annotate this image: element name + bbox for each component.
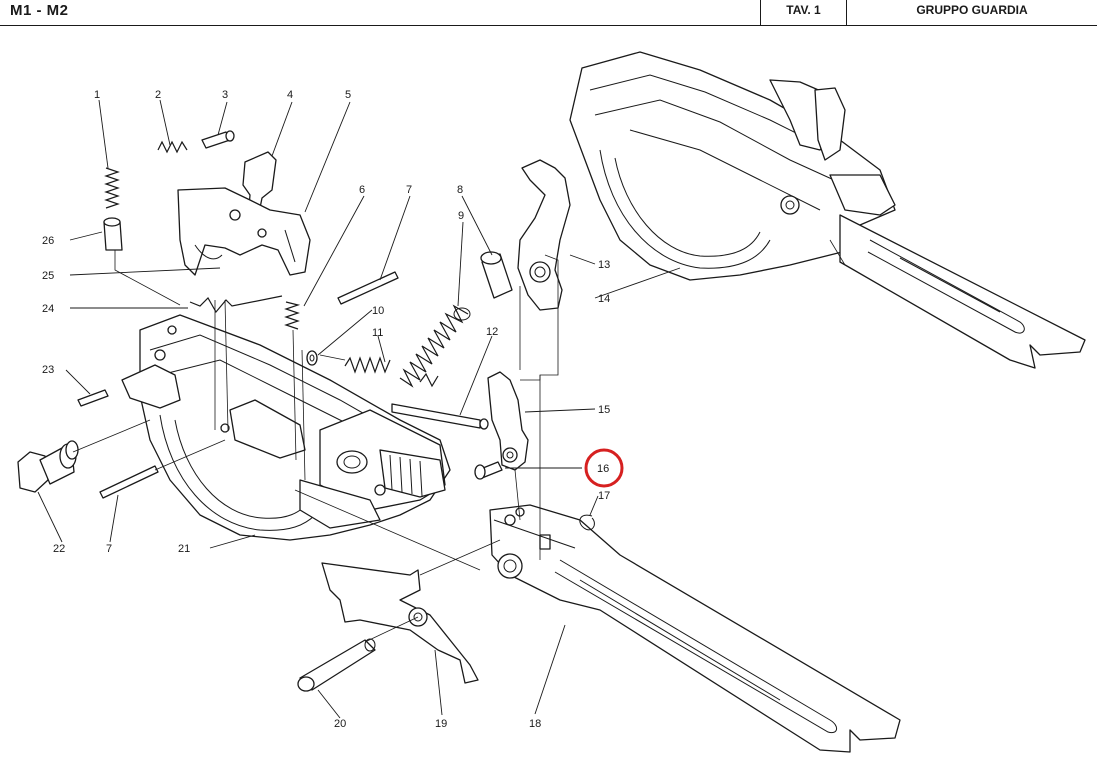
callout-6: 6: [359, 184, 365, 196]
callout-1: 1: [94, 89, 100, 101]
part-7-pin-lower: [99, 465, 159, 499]
highlight-circle: [584, 448, 624, 488]
part-16-pin: [474, 461, 503, 480]
part-15-trigger: [487, 371, 529, 471]
callout-17: 17: [598, 490, 610, 502]
callout-22: 22: [53, 543, 65, 555]
callout-10: 10: [372, 305, 384, 317]
part-17-snap-ring: [579, 514, 595, 531]
part-3-plunger: [201, 130, 235, 149]
callout-8: 8: [457, 184, 463, 196]
part-1-spring: [104, 167, 120, 209]
table-cell: TAV. 1: [760, 0, 846, 25]
callout-7-lower: 7: [106, 543, 112, 555]
exploded-parts-diagram: 1 2 3 4 5 6 7 8 9 10 11 12 13 14 15 16 1…: [17, 51, 1086, 753]
callout-21: 21: [178, 543, 190, 555]
callout-3: 3: [222, 89, 228, 101]
callout-numbers: 1 2 3 4 5 6 7 8 9 10 11 12 13 14 15 16 1…: [42, 89, 610, 730]
model-title: M1 - M2: [10, 2, 69, 19]
callout-12: 12: [486, 326, 498, 338]
callout-24: 24: [42, 303, 54, 315]
part-11-spring: [344, 356, 439, 388]
callout-14: 14: [598, 293, 610, 305]
part-5-sear-block: [177, 187, 311, 276]
part-12-pin: [391, 403, 489, 430]
part-13-hammer: [517, 159, 571, 311]
part-18-lever: [489, 504, 901, 753]
part-2-spring: [157, 140, 188, 154]
assembly-guide-lines: [72, 250, 559, 643]
part-22-plug: [17, 440, 79, 493]
part-26-bushing: [103, 217, 123, 251]
callout-26: 26: [42, 235, 54, 247]
part-21-guard-body: [121, 314, 451, 541]
table-number: TAV. 1: [786, 3, 821, 17]
callout-20: 20: [334, 718, 346, 730]
callout-9: 9: [458, 210, 464, 222]
callout-16: 16: [597, 463, 609, 475]
leader-lines: [37, 99, 681, 719]
callout-23: 23: [42, 364, 54, 376]
part-10-washer: [306, 350, 318, 366]
part-8-cylinder: [480, 251, 513, 299]
group-name: GRUPPO GUARDIA: [916, 3, 1028, 17]
callout-19: 19: [435, 718, 447, 730]
callout-15: 15: [598, 404, 610, 416]
callout-25: 25: [42, 270, 54, 282]
part-23-pin: [77, 389, 109, 407]
part-24-wire-spring: [189, 295, 283, 314]
title-bar: M1 - M2 TAV. 1 GRUPPO GUARDIA: [0, 0, 1097, 26]
part-9-mainspring: [399, 304, 471, 388]
part-6-spring: [284, 301, 301, 330]
part-14-assembled-guard: [569, 51, 1086, 369]
callout-2: 2: [155, 89, 161, 101]
part-7-pin-upper: [337, 271, 399, 305]
callout-18: 18: [529, 718, 541, 730]
part-20-pin: [297, 638, 376, 692]
callout-7-upper: 7: [406, 184, 412, 196]
callout-13: 13: [598, 259, 610, 271]
callout-4: 4: [287, 89, 293, 101]
group-cell: GRUPPO GUARDIA: [846, 0, 1097, 25]
callout-11: 11: [372, 327, 383, 339]
callout-5: 5: [345, 89, 351, 101]
